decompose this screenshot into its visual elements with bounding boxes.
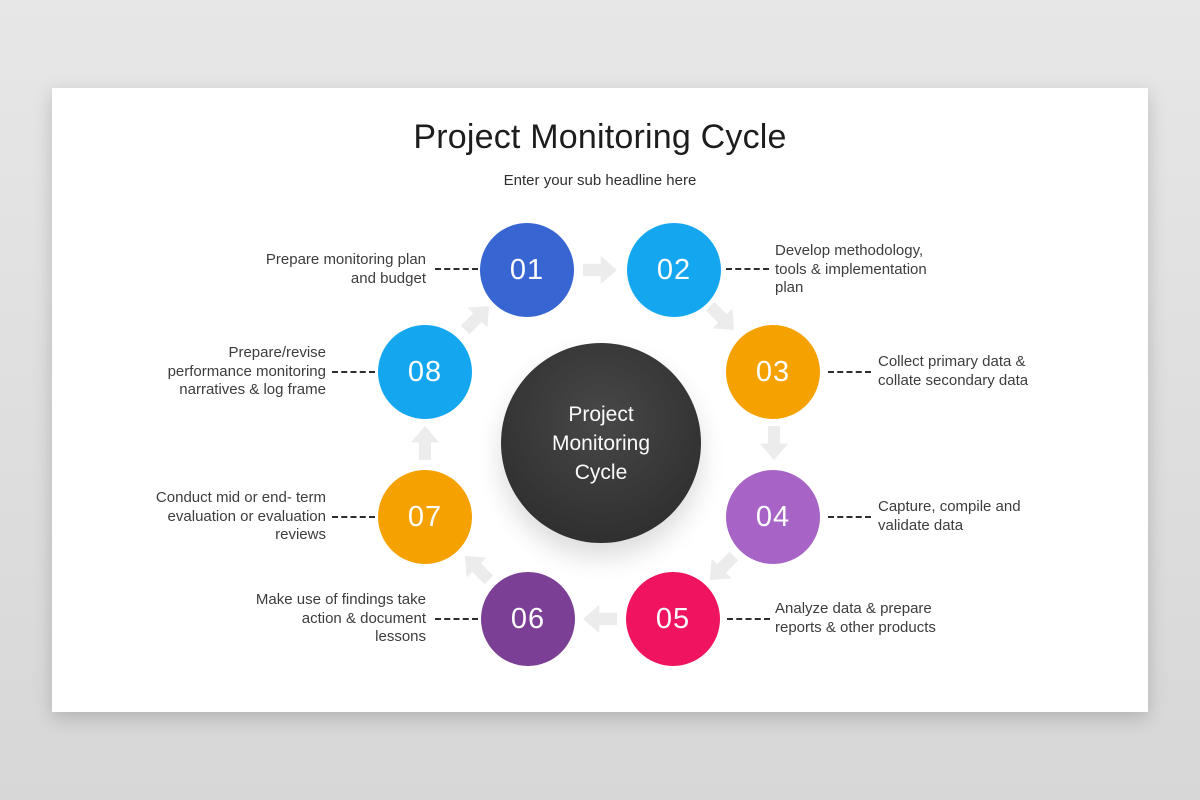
step-number: 07: [407, 500, 443, 533]
slide-title: Project Monitoring Cycle: [413, 118, 787, 156]
arrow-step6-to-step7-icon: [454, 545, 501, 592]
step-label-08: Prepare/revise performance monitoring na…: [167, 344, 326, 398]
step-number: 08: [407, 355, 443, 388]
step-circle-05: 05: [626, 572, 720, 666]
arrow-step7-to-step8-icon: [409, 426, 441, 460]
step-label-01: Prepare monitoring plan and budget: [265, 251, 426, 287]
step-label-07: Conduct mid or end- term evaluation or e…: [155, 489, 326, 543]
step-number: 06: [510, 602, 546, 635]
connector-dash-04: [828, 516, 871, 518]
connector-dash-03: [828, 371, 871, 373]
step-circle-08: 08: [378, 325, 472, 419]
connector-dash-05: [727, 618, 770, 620]
step-number: 03: [755, 355, 791, 388]
step-number: 04: [755, 500, 791, 533]
step-circle-06: 06: [481, 572, 575, 666]
step-circle-07: 07: [378, 470, 472, 564]
arrow-step1-to-step2-icon: [583, 255, 617, 285]
connector-dash-08: [332, 371, 375, 373]
step-label-05: Analyze data & prepare reports & other p…: [775, 600, 936, 636]
arrow-step3-to-step4-icon: [758, 426, 790, 460]
step-label-06: Make use of findings take action & docum…: [255, 591, 426, 645]
step-label-03: Collect primary data & collate secondary…: [878, 353, 1029, 389]
connector-dash-01: [435, 268, 478, 270]
step-number: 01: [509, 253, 545, 286]
step-label-04: Capture, compile and validate data: [878, 498, 1021, 534]
step-circle-02: 02: [627, 223, 721, 317]
connector-dash-07: [332, 516, 375, 518]
connector-dash-06: [435, 618, 478, 620]
step-circle-04: 04: [726, 470, 820, 564]
connector-dash-02: [726, 268, 769, 270]
step-circle-03: 03: [726, 325, 820, 419]
center-circle-label: Project Monitoring Cycle: [551, 402, 651, 484]
step-number: 05: [655, 602, 691, 635]
step-circle-01: 01: [480, 223, 574, 317]
center-circle: Project Monitoring Cycle: [501, 343, 701, 543]
step-number: 02: [656, 253, 692, 286]
slide: Project Monitoring Cycle Enter your sub …: [52, 88, 1148, 712]
arrow-step5-to-step6-icon: [583, 603, 617, 635]
step-label-02: Develop methodology, tools & implementat…: [775, 242, 927, 296]
slide-subtitle: Enter your sub headline here: [503, 172, 697, 189]
